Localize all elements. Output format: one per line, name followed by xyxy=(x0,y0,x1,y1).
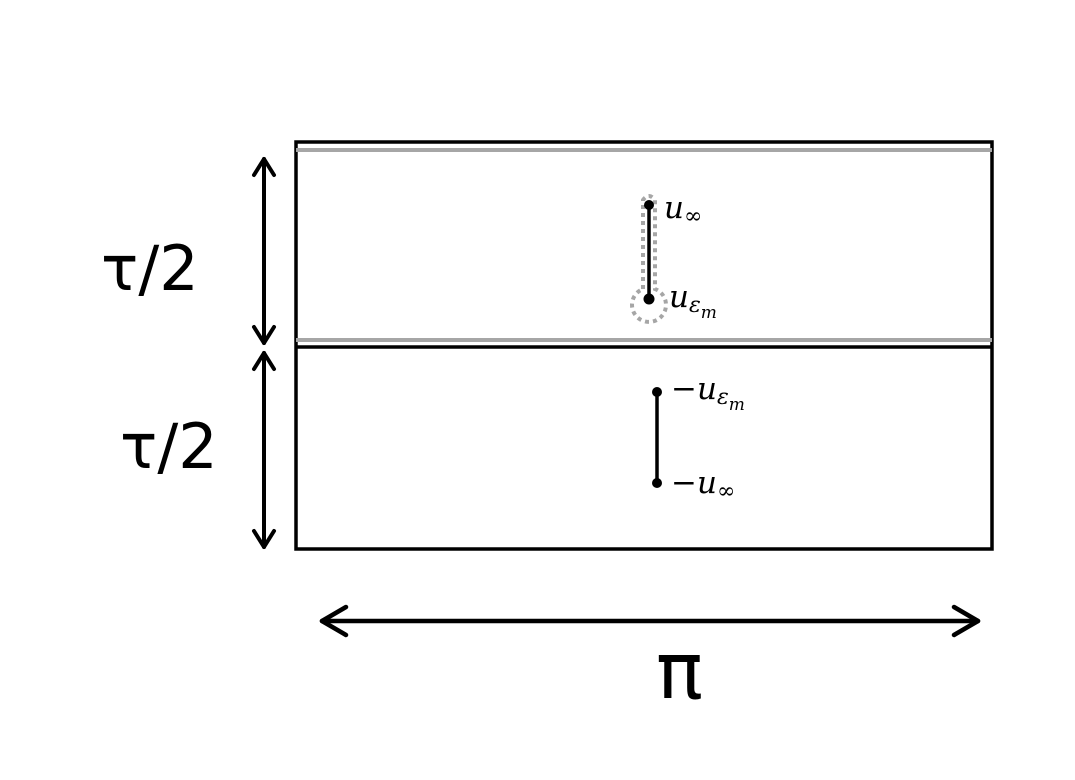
upper-slit xyxy=(630,194,668,324)
width-arrow xyxy=(319,604,981,638)
label-minus-u-epsilon-m: −uεm xyxy=(671,371,745,415)
upper-slit-bottom-point xyxy=(643,293,655,305)
top-half-arrow xyxy=(252,157,276,345)
bottom-half-arrow xyxy=(252,351,276,549)
upper-slit-top-point xyxy=(644,200,654,210)
top-half-label: τ/2 xyxy=(101,232,199,305)
upper-slit-dotted-contour xyxy=(630,194,668,324)
bottom-half-label: τ/2 xyxy=(120,410,218,483)
width-label: π xyxy=(656,627,703,717)
label-u-infinity: u∞ xyxy=(664,190,702,229)
lower-slit-top-point xyxy=(652,387,662,397)
label-u-epsilon-m: uεm xyxy=(669,279,717,323)
lower-slit-bottom-point xyxy=(652,478,662,488)
label-minus-u-infinity: −u∞ xyxy=(671,465,735,504)
lower-slit xyxy=(652,387,662,488)
